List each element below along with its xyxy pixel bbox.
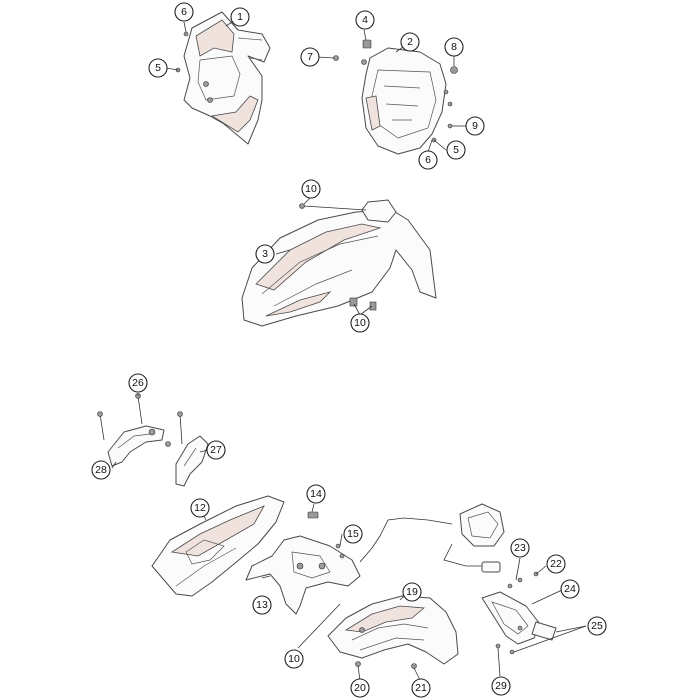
- svg-text:21: 21: [415, 682, 427, 694]
- callout-23: 23: [510, 538, 530, 558]
- wiring-harness: [359, 517, 453, 563]
- callout-10-c: 10: [284, 649, 304, 669]
- svg-text:1: 1: [237, 11, 243, 23]
- svg-text:5: 5: [453, 144, 459, 156]
- callout-28: 28: [91, 460, 111, 480]
- callout-5-a: 5: [148, 58, 168, 78]
- svg-text:6: 6: [181, 6, 187, 18]
- callout-2: 2: [400, 32, 420, 52]
- callout-1: 1: [230, 7, 250, 27]
- callout-25: 25: [587, 616, 607, 636]
- part-license-plate-bracket: [481, 571, 557, 655]
- svg-text:14: 14: [310, 488, 322, 500]
- svg-text:6: 6: [425, 154, 431, 166]
- callout-5-b: 5: [446, 140, 466, 160]
- callout-3: 3: [255, 244, 275, 264]
- callout-4: 4: [355, 10, 375, 30]
- svg-text:10: 10: [305, 183, 317, 195]
- part-headlight-mask: [183, 11, 271, 145]
- callout-19: 19: [402, 582, 422, 602]
- svg-text:23: 23: [514, 542, 526, 554]
- part-8-nut: [450, 66, 458, 74]
- part-headlight-bracket: [361, 47, 453, 155]
- part-front-fender: [241, 199, 437, 327]
- callout-8: 8: [444, 37, 464, 57]
- callout-26: 26: [128, 373, 148, 393]
- svg-text:7: 7: [307, 51, 313, 63]
- svg-text:28: 28: [95, 464, 107, 476]
- callout-15: 15: [343, 524, 363, 544]
- svg-text:3: 3: [262, 248, 268, 260]
- callout-10-b: 10: [350, 313, 370, 333]
- svg-text:10: 10: [354, 317, 366, 329]
- callout-29: 29: [491, 676, 511, 696]
- part-4-clip: [362, 39, 372, 49]
- svg-text:15: 15: [347, 528, 359, 540]
- part-rear-side-cover: [151, 495, 285, 597]
- svg-text:26: 26: [132, 377, 144, 389]
- callout-7: 7: [300, 47, 320, 67]
- callout-20: 20: [350, 678, 370, 698]
- callout-10-a: 10: [301, 179, 321, 199]
- svg-text:24: 24: [564, 583, 576, 595]
- part-rear-fender: [327, 595, 459, 669]
- svg-text:20: 20: [354, 682, 366, 694]
- part-9-screw: [447, 123, 453, 129]
- svg-text:5: 5: [155, 62, 161, 74]
- svg-text:29: 29: [495, 680, 507, 692]
- part-bracket-left: [107, 425, 165, 467]
- callout-6-b: 6: [418, 150, 438, 170]
- svg-text:4: 4: [362, 14, 368, 26]
- callout-13: 13: [252, 595, 272, 615]
- callout-22: 22: [546, 554, 566, 574]
- svg-text:13: 13: [256, 599, 268, 611]
- svg-text:12: 12: [194, 502, 206, 514]
- svg-text:2: 2: [407, 36, 413, 48]
- part-tail-lamp: [459, 503, 505, 573]
- callout-24: 24: [560, 579, 580, 599]
- callout-12: 12: [190, 498, 210, 518]
- callout-9: 9: [465, 116, 485, 136]
- part-rear-bracket: [245, 511, 361, 615]
- svg-text:22: 22: [550, 558, 562, 570]
- svg-text:19: 19: [406, 586, 418, 598]
- part-7-screw: [333, 55, 339, 61]
- svg-text:9: 9: [472, 120, 478, 132]
- svg-text:25: 25: [591, 620, 603, 632]
- callout-6-a: 6: [174, 2, 194, 22]
- svg-text:8: 8: [451, 41, 457, 53]
- callout-21: 21: [411, 678, 431, 698]
- part-bracket-right: [175, 435, 209, 487]
- svg-text:27: 27: [210, 444, 222, 456]
- callout-27: 27: [206, 440, 226, 460]
- callout-14: 14: [306, 484, 326, 504]
- svg-text:10: 10: [288, 653, 300, 665]
